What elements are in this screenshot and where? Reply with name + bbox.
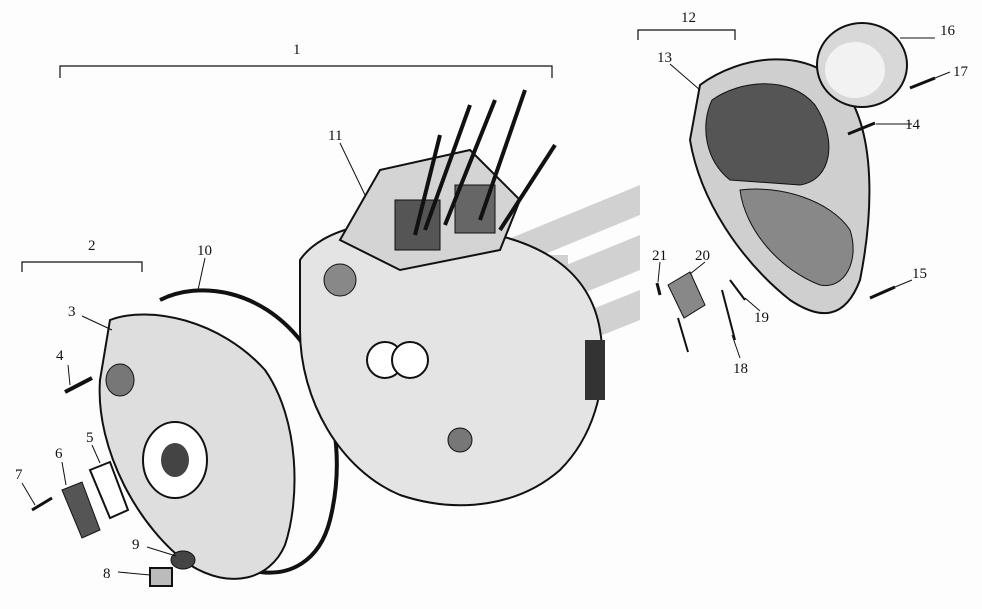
screw-15 [869,285,896,300]
pin-19 [729,279,746,301]
bushing-9 [170,550,196,570]
callout-5: 5 [86,430,94,446]
callout-8: 8 [103,566,111,582]
left-cover-3 [98,313,296,580]
callout-6: 6 [55,446,63,462]
screw-21 [655,282,662,296]
crankcase-11 [299,89,605,507]
callout-15: 15 [912,266,927,282]
callout-20: 20 [695,248,710,264]
gasket-5 [88,460,130,520]
bracket-assembly-2 [21,261,143,272]
callout-7: 7 [15,467,23,483]
lever-18 [721,289,736,341]
callout-13: 13 [657,50,672,66]
bolt-4 [64,376,93,394]
callout-21: 21 [652,248,667,264]
callout-12: 12 [681,10,696,26]
callout-3: 3 [68,304,76,320]
nut-8 [149,567,173,587]
callout-4: 4 [56,348,64,364]
screw-14 [847,121,876,136]
callout-1: 1 [293,42,301,58]
callout-17: 17 [953,64,969,80]
callout-19: 19 [754,310,769,326]
bracket-20 [667,271,706,353]
bracket-assembly-12 [637,29,736,40]
callout-16: 16 [940,23,956,39]
callout-18: 18 [733,361,748,377]
callout-10: 10 [197,243,212,259]
callout-2: 2 [88,238,96,254]
lens-16 [816,22,908,108]
callout-11: 11 [328,128,342,144]
right-cover-13 [688,58,871,314]
callout-14: 14 [905,117,921,133]
bracket-assembly-1 [59,65,553,78]
plate-6 [61,481,101,539]
screw-7 [31,496,53,512]
callout-9: 9 [132,537,140,553]
screw-17 [909,76,936,90]
